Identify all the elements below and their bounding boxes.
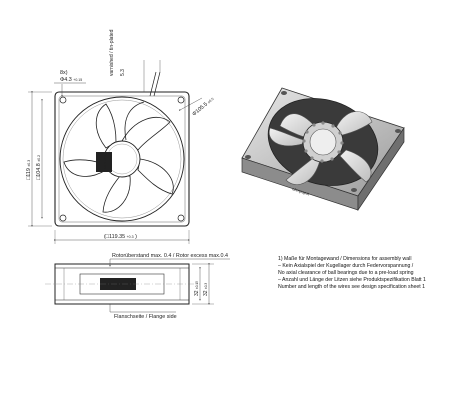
bottom-dim: (□119.35 +0.3 ) xyxy=(104,234,137,240)
note-line-1: 1) Maße für Montagewand / Dimensions for… xyxy=(278,256,412,262)
hole-diameter: Φ4.3 +0.15 xyxy=(60,77,82,83)
diagonal-dim: Φ105.5 ±0.5 xyxy=(191,96,215,117)
front-brand-label: ebmpapst xyxy=(103,155,107,169)
fan-frame-outline xyxy=(54,91,190,227)
iso-hub-teeth xyxy=(302,121,344,163)
side-dim-b: 32 ±0.3 xyxy=(203,283,209,296)
impeller-blades xyxy=(63,101,174,213)
wire-dim: 5.3 xyxy=(120,69,126,76)
note-line-3: No axial clearance of ball bearings due … xyxy=(278,270,414,276)
iso-blades xyxy=(268,111,373,185)
dim-119: □119 ±0.3 xyxy=(26,160,32,180)
venturi-ring xyxy=(59,96,185,222)
rotor-note: Rotorüberstand max. 0.4 / Rotor excess m… xyxy=(112,253,228,259)
side-dim-a: 32 ±0.15 xyxy=(194,281,200,296)
mounting-holes xyxy=(59,96,185,222)
front-view: ebmpapst varnished / tin-plated 5.3 8x) … xyxy=(26,29,215,244)
note-line-5: Number and length of the wires see desig… xyxy=(278,284,425,290)
dim-104: □104.8 ±0.2 xyxy=(36,155,42,180)
side-brand-label: ebmpapst xyxy=(109,282,128,287)
note-line-2: – Kein Axialspiel der Kugellager durch F… xyxy=(278,263,414,269)
notes-block: 1) Maße für Montagewand / Dimensions for… xyxy=(278,256,426,290)
iso-brand-label: ebmpapst xyxy=(292,186,311,196)
side-view: ebmpapst Rotorüberstand max. 0.4 / Rotor… xyxy=(45,253,230,320)
flange-note: Flanschseite / Flange side xyxy=(114,314,177,320)
isometric-view: ebmpapst xyxy=(241,87,405,212)
note-line-4: – Anzahl und Länge der Litzen siehe Prod… xyxy=(278,277,426,283)
hole-note: 8x) xyxy=(60,70,68,76)
wire-label: varnished / tin-plated xyxy=(109,29,115,76)
